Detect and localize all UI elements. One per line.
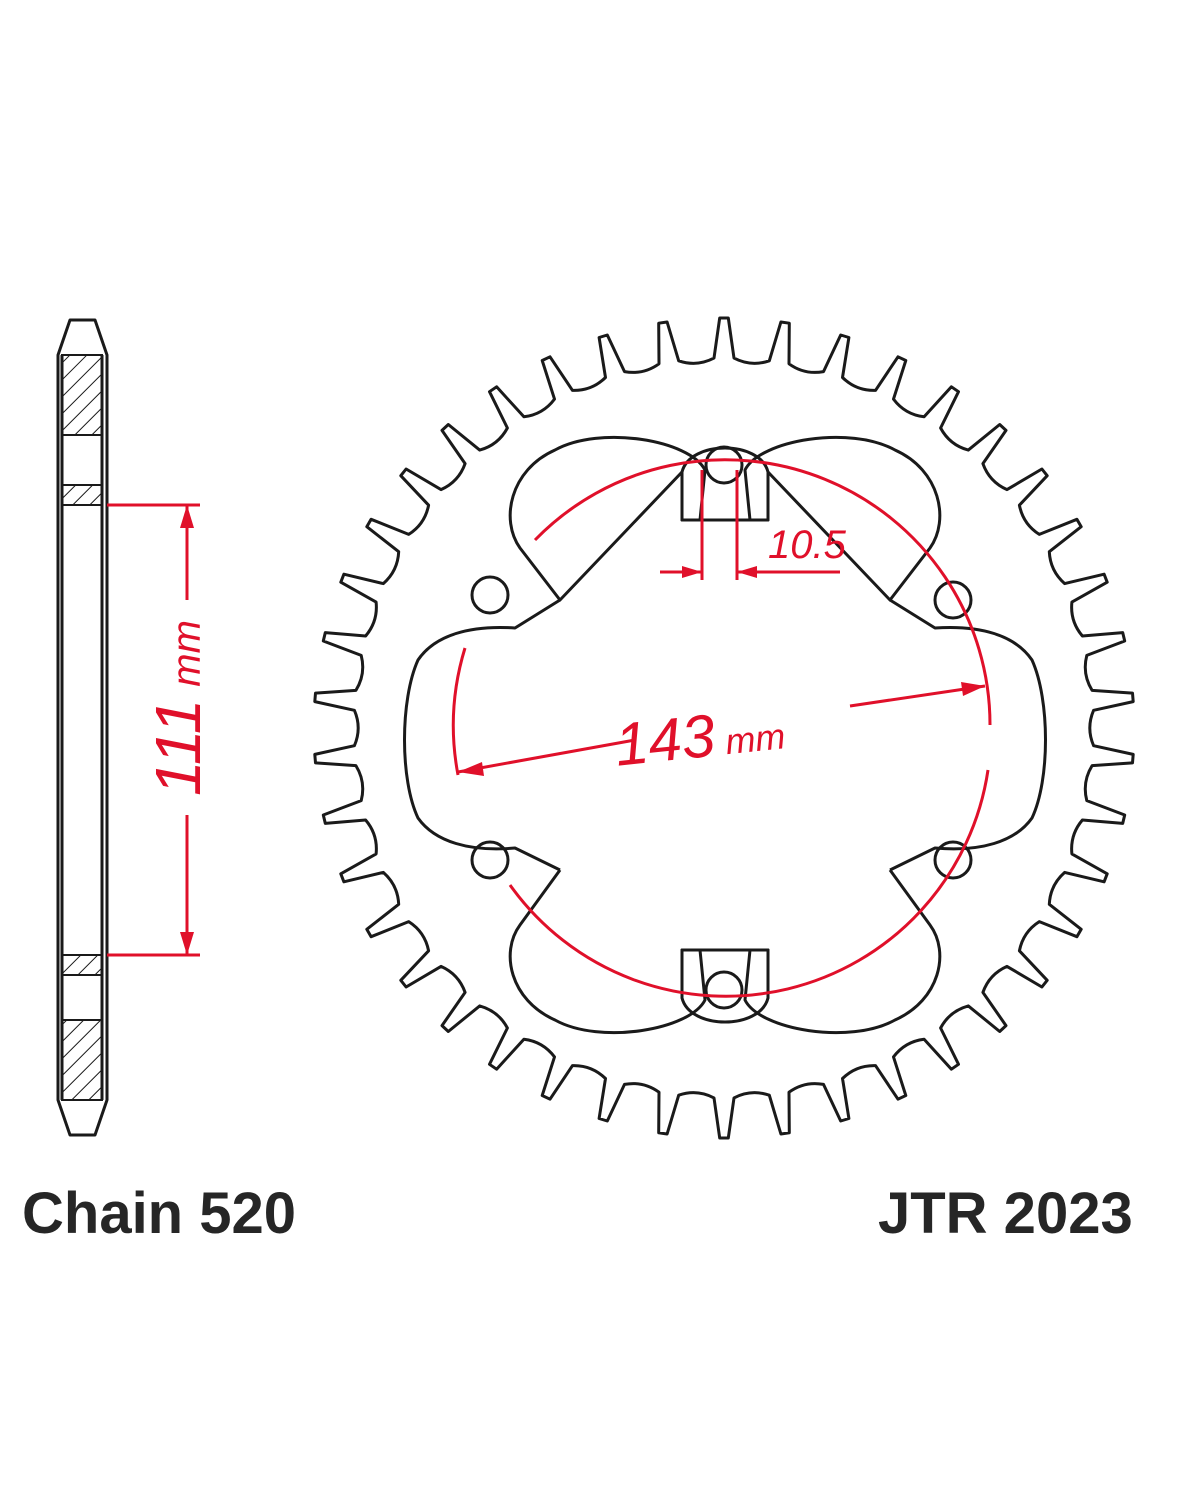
bolt-hole-upper-right [933, 580, 973, 620]
tooth-section-top [61, 354, 103, 436]
hub-width-label: 111mm [142, 620, 214, 796]
sprocket-front-view [313, 316, 1135, 1140]
bolt-circle-arc-top [533, 458, 992, 726]
bolt-hole-lower-right [933, 840, 973, 880]
cutout-top-left [508, 435, 707, 602]
bolt-hole-label: 10.5 [768, 523, 847, 567]
part-number-label: JTR 2023 [878, 1181, 1133, 1246]
bolt-circle-arc-left [451, 647, 467, 776]
bolt-hole-bottom [704, 970, 744, 1010]
hub-section-bottom [61, 954, 103, 976]
cutout-bottom-left [508, 869, 707, 1035]
bolt-hole-arrow-left [682, 566, 702, 578]
arrowhead-bottom [180, 932, 194, 955]
bolt-hole-lower-left [470, 840, 510, 880]
hub-width-dimension: 111mm [107, 503, 214, 957]
hub-section-top [61, 484, 103, 506]
tooth-section-bottom [61, 1019, 103, 1101]
bolt-hole-upper-left [470, 575, 510, 615]
cutout-top-right [743, 435, 942, 602]
slot-bottom [680, 948, 770, 1024]
side-profile-outline [56, 318, 109, 1137]
cutout-bottom-right [743, 869, 942, 1035]
diameter-arrow-right [961, 682, 985, 696]
chain-size-label: Chain 520 [22, 1181, 296, 1246]
bolt-circle-arc-bottom [508, 769, 990, 998]
diameter-arrow-left [458, 762, 484, 776]
bolt-hole-top [704, 445, 744, 485]
arrowhead-top [180, 505, 194, 528]
side-profile-view [56, 318, 109, 1137]
bolt-hole-dimension: 10.5 [660, 470, 847, 580]
bolt-hole-arrow-right [737, 566, 757, 578]
diameter-line-left [457, 738, 636, 774]
cutout-right [889, 598, 1047, 872]
sprocket-teeth-outline [313, 316, 1135, 1140]
cutout-left [403, 598, 561, 872]
